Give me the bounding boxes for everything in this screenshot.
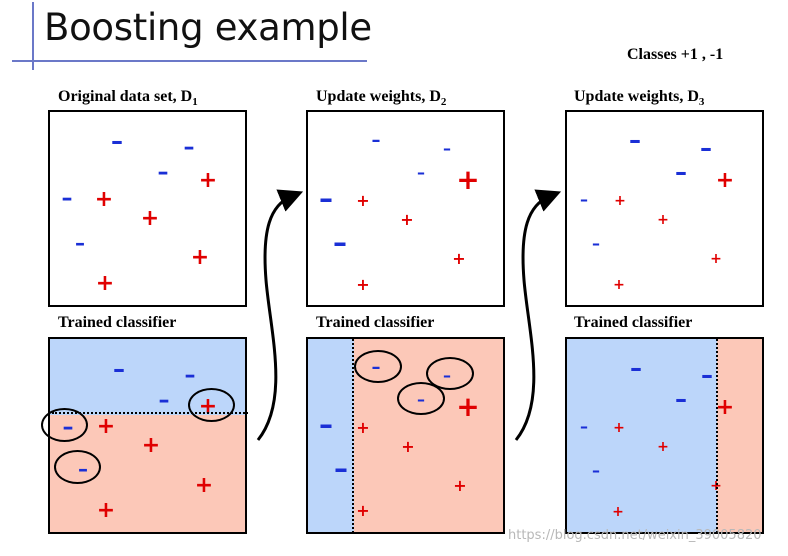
plus-sample: + [400,210,414,229]
plus-sample: + [401,437,415,456]
misclassified-circle [41,408,88,442]
label-update-weights-d3: Update weights, D3 [574,88,704,108]
plus-sample: + [657,212,669,228]
plus-sample: + [190,245,210,270]
minus-sample: – [111,127,123,155]
minus-sample: – [580,190,588,209]
minus-sample: – [630,354,642,382]
minus-sample: – [183,135,195,160]
plus-sample: + [141,433,161,458]
slide-title: Boosting example [44,6,372,49]
minus-sample: – [333,226,347,259]
minus-sample: – [443,139,451,158]
label-original-data-set: Original data set, D1 [58,88,198,108]
negative-region [308,339,354,532]
misclassified-circle [397,382,445,415]
plus-sample: + [715,168,735,193]
arrow-to-d3 [514,189,562,441]
minus-sample: – [675,385,687,413]
label-d2-subscript: 2 [440,96,447,109]
plus-sample: + [657,439,669,455]
panel-data-set-d2: – – – + – + + – + + [306,110,505,307]
plus-sample: + [453,476,467,495]
plus-sample: + [613,420,625,436]
label-d1-text: Original data set, D [58,88,193,105]
plus-sample: + [715,395,735,420]
misclassified-circle [426,357,474,390]
plus-sample: + [94,187,114,212]
minus-sample: – [61,186,73,211]
misclassified-circle [354,350,402,383]
minus-sample: – [319,182,333,215]
minus-sample: – [319,408,333,441]
misclassified-circle [54,450,101,484]
decision-boundary-3 [716,339,718,533]
label-trained-classifier-3: Trained classifier [574,314,693,331]
misclassified-circle [188,388,235,422]
label-d1-subscript: 1 [192,96,198,109]
minus-sample: – [334,452,348,485]
classes-label: Classes +1 , -1 [627,46,724,63]
plus-sample: + [710,251,722,267]
plus-sample: + [452,249,466,268]
label-trained-classifier-2: Trained classifier [316,314,435,331]
label-trained-classifier-1: Trained classifier [58,314,177,331]
plus-sample: + [356,418,370,437]
minus-sample: – [157,160,169,185]
arrow-to-d2 [256,189,304,441]
panel-data-set-d3: – – – + – + + – + + [565,110,764,307]
minus-sample: – [592,234,600,253]
plus-sample: + [96,498,116,523]
plus-sample: + [612,504,624,520]
label-d3-subscript: 3 [698,96,705,109]
decision-boundary-1 [52,412,248,414]
label-update-weights-d2: Update weights, D2 [316,88,446,108]
minus-sample: – [580,417,588,436]
minus-sample: – [75,231,85,255]
decision-boundary-2 [352,339,354,533]
plus-sample: + [356,501,370,520]
plus-sample: + [96,414,116,439]
label-d2-text: Update weights, D [316,88,441,105]
minus-sample: – [701,361,713,389]
plus-sample: + [614,193,626,209]
plus-sample: + [356,275,370,294]
minus-sample: – [113,355,125,383]
title-accent-horizontal-line [12,60,367,62]
minus-sample: – [675,158,687,186]
minus-sample: – [371,130,381,151]
minus-sample: – [417,163,425,182]
positive-region [717,339,762,532]
minus-sample: – [158,388,170,413]
label-d3-text: Update weights, D [574,88,699,105]
plus-sample: + [456,390,480,423]
minus-sample: – [629,126,641,154]
minus-sample: – [592,461,600,480]
minus-sample: – [184,363,196,388]
panel-trained-classifier-3: – – – + – + + – + + [565,337,764,534]
watermark: https://blog.csdn.net/weixin_39005820 [508,528,762,543]
plus-sample: + [356,191,370,210]
panel-trained-classifier-1: – – – + – + + – + + [48,337,247,534]
title-accent-vertical-line [32,2,34,70]
plus-sample: + [140,206,160,231]
plus-sample: + [95,271,115,296]
plus-sample: + [613,277,625,293]
plus-sample: + [194,473,214,498]
plus-sample: + [198,168,218,193]
minus-sample: – [700,134,712,162]
panel-data-set-d1: – – – + – + + – + + [48,110,247,307]
negative-region [567,339,717,532]
plus-sample: + [456,163,480,196]
